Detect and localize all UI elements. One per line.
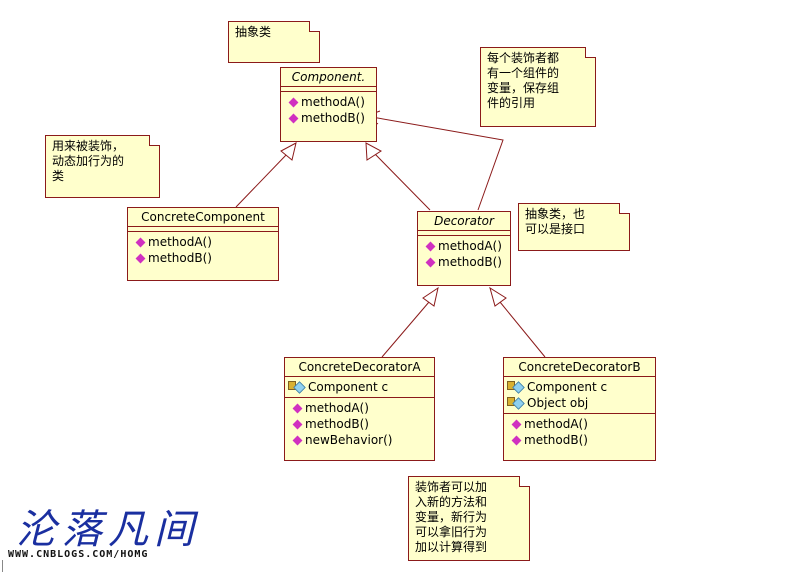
method-row: methodA()	[135, 234, 278, 250]
method-row: methodB()	[288, 110, 376, 126]
attribute-row: Component c	[288, 379, 434, 395]
attribute-name: Object obj	[527, 396, 589, 410]
inheritance-line-decorator	[374, 153, 431, 211]
method-row: methodB()	[292, 416, 434, 432]
method-name: methodA()	[148, 235, 212, 249]
note-concrete-component[interactable]: 用来被装饰， 动态加行为的 类	[45, 135, 160, 198]
note-line: 用来被装饰，	[52, 139, 125, 153]
note-fold-icon	[149, 135, 160, 146]
note-line: 加以计算得到	[415, 540, 488, 554]
note-decorator-reference[interactable]: 每个装饰者都 有一个组件的 变量，保存组 件的引用	[480, 47, 596, 127]
note-line: 每个装饰者都	[487, 51, 560, 65]
method-diamond-icon	[292, 419, 303, 429]
inheritance-arrow-concrete-component	[280, 142, 297, 161]
method-diamond-icon	[511, 419, 522, 429]
attribute-section: Component c Object obj	[504, 377, 655, 414]
method-diamond-icon	[288, 113, 299, 123]
note-fold-icon	[519, 476, 530, 487]
note-line: 变量，新行为	[415, 510, 488, 524]
method-diamond-icon	[135, 237, 146, 247]
watermark-url: WWW.CNBLOGS.COM/HOMG	[8, 549, 149, 560]
method-section: methodA() methodB()	[128, 232, 278, 268]
inheritance-arrow-decorator	[365, 142, 382, 161]
method-name: newBehavior()	[305, 433, 393, 447]
attribute-section	[128, 227, 278, 232]
inheritance-arrow-decorator-a	[422, 286, 439, 307]
note-line: 件的引用	[487, 96, 536, 110]
attribute-name: Component c	[527, 380, 608, 394]
inheritance-line-decorator-a	[381, 301, 430, 358]
class-component[interactable]: Component. methodA() methodB()	[280, 67, 377, 142]
class-name: Decorator	[418, 212, 510, 231]
method-section: methodA() methodB()	[281, 92, 376, 128]
method-diamond-icon	[425, 257, 436, 267]
method-row: methodA()	[288, 94, 376, 110]
method-name: methodA()	[438, 239, 502, 253]
class-name: ConcreteDecoratorB	[504, 358, 655, 377]
note-line: 可以是接口	[525, 222, 586, 236]
association-line-decorator-component	[365, 115, 504, 211]
method-row: methodA()	[425, 238, 510, 254]
note-fold-icon	[585, 47, 596, 58]
method-name: methodB()	[438, 255, 502, 269]
note-line: 可以拿旧行为	[415, 525, 488, 539]
method-section: methodA() methodB()	[418, 236, 510, 272]
watermark-logo: 沦落凡间	[16, 507, 200, 553]
method-diamond-icon	[288, 97, 299, 107]
note-line: 有一个组件的	[487, 66, 560, 80]
note-line: 变量，保存组	[487, 81, 560, 95]
note-fold-icon	[619, 203, 630, 214]
method-name: methodA()	[301, 95, 365, 109]
method-section: methodA() methodB()	[504, 414, 655, 450]
attribute-section: Component c	[285, 377, 434, 398]
attribute-row: Object obj	[507, 395, 655, 411]
method-name: methodB()	[301, 111, 365, 125]
class-concrete-decorator-a[interactable]: ConcreteDecoratorA Component c methodA()…	[284, 357, 435, 461]
class-concrete-component[interactable]: ConcreteComponent methodA() methodB()	[127, 207, 279, 281]
class-name: Component.	[281, 68, 376, 87]
method-row: methodA()	[511, 416, 655, 432]
inheritance-line-concrete-component	[235, 152, 289, 208]
method-row: methodB()	[135, 250, 278, 266]
method-name: methodB()	[305, 417, 369, 431]
note-abstract-or-interface[interactable]: 抽象类，也 可以是接口	[518, 203, 630, 251]
method-diamond-icon	[135, 253, 146, 263]
class-name: ConcreteDecoratorA	[285, 358, 434, 377]
note-line: 类	[52, 169, 65, 183]
note-text: 抽象类	[235, 25, 272, 39]
note-line: 入新的方法和	[415, 495, 488, 509]
class-decorator[interactable]: Decorator methodA() methodB()	[417, 211, 511, 286]
note-line: 抽象类，也	[525, 207, 586, 221]
method-row: methodA()	[292, 400, 434, 416]
method-row: methodB()	[425, 254, 510, 270]
note-line: 装饰者可以加	[415, 480, 488, 494]
note-line: 动态加行为的	[52, 154, 125, 168]
inheritance-arrow-decorator-b	[489, 286, 507, 307]
inheritance-line-decorator-b	[499, 301, 546, 358]
note-abstract-class[interactable]: 抽象类	[228, 21, 320, 63]
method-row: newBehavior()	[292, 432, 434, 448]
note-fold-icon	[309, 21, 320, 32]
method-diamond-icon	[292, 403, 303, 413]
method-name: methodA()	[305, 401, 369, 415]
method-name: methodB()	[148, 251, 212, 265]
text-cursor	[2, 560, 3, 572]
attribute-section	[281, 87, 376, 92]
method-name: methodA()	[524, 417, 588, 431]
method-name: methodB()	[524, 433, 588, 447]
method-row: methodB()	[511, 432, 655, 448]
method-diamond-icon	[292, 435, 303, 445]
method-diamond-icon	[425, 241, 436, 251]
attribute-name: Component c	[308, 380, 389, 394]
attribute-row: Component c	[507, 379, 655, 395]
class-concrete-decorator-b[interactable]: ConcreteDecoratorB Component c Object ob…	[503, 357, 656, 461]
note-decorator-behavior[interactable]: 装饰者可以加 入新的方法和 变量，新行为 可以拿旧行为 加以计算得到	[408, 476, 530, 561]
method-diamond-icon	[511, 435, 522, 445]
class-name: ConcreteComponent	[128, 208, 278, 227]
method-section: methodA() methodB() newBehavior()	[285, 398, 434, 450]
attribute-section	[418, 231, 510, 236]
